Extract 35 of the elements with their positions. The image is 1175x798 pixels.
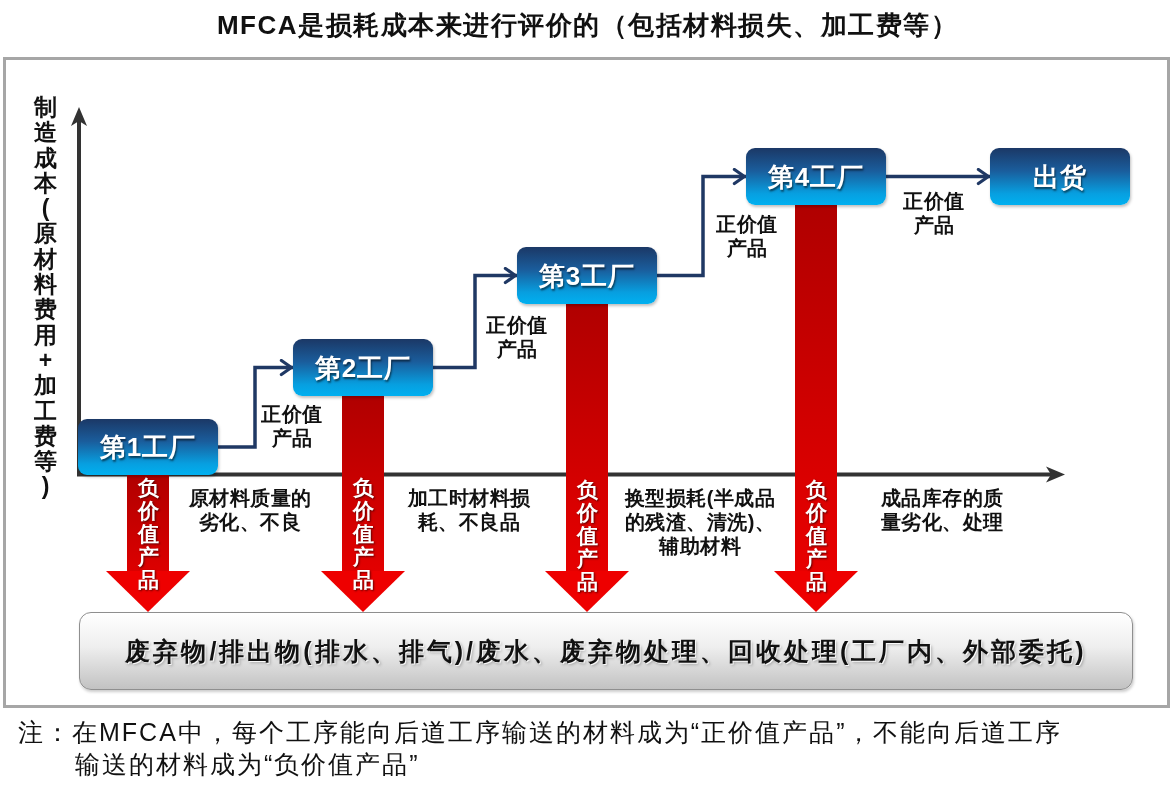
connector-arrow [886,167,990,186]
edge-label: 正价值产品 [485,313,549,361]
edge-label: 正价值产品 [715,212,779,260]
process-box [293,339,433,396]
treatment-band [79,612,1133,690]
connector-arrow [218,358,293,449]
edge-label: 正价值产品 [902,189,966,237]
step-label: 第4工厂 [767,160,865,193]
edge-label: 负价值产品 [137,476,159,592]
diagram-title: MFCA是损耗成本来进行评价的（包括材料损失、加工费等） [216,9,959,42]
block-arrow [774,205,858,612]
process-box [746,148,886,205]
edge-label: 正价值产品 [260,402,324,450]
edge-label: 负价值产品 [576,478,598,594]
footnote: 注：在MFCA中，每个工序能向后道工序输送的材料成为“正价值产品”，不能向后道工序输送的材料成为“负价值产品” [18,717,1064,780]
loss-note: 加工时材料损耗、不良品 [406,486,532,534]
step-label: 第2工厂 [314,351,412,384]
loss-note: 成品库存的质量劣化、处理 [879,486,1005,534]
step-label: 第1工厂 [99,431,197,463]
loss-note: 换型损耗(半成品的残渣、清洗)、辅助材料 [623,486,777,558]
process-box [990,148,1130,205]
process-box [517,247,657,304]
block-arrow [106,475,190,612]
step-label: 第3工厂 [538,259,636,292]
connector-arrow [657,167,746,278]
connector-arrow [433,266,517,370]
block-arrow [545,304,629,612]
process-box [78,419,218,475]
block-arrow [321,396,405,612]
edge-label: 负价值产品 [352,476,374,592]
band-text: 废弃物/排出物(排水、排气)/废水、废弃物处理、回收处理(工厂内、外部委托) [125,636,1087,667]
loss-note: 原材料质量的劣化、不良 [187,486,313,534]
step-label: 出货 [1033,160,1087,193]
edge-label: 负价值产品 [805,478,827,594]
axis-title: 制造成本(原材料费用+加工费等) [34,95,57,500]
